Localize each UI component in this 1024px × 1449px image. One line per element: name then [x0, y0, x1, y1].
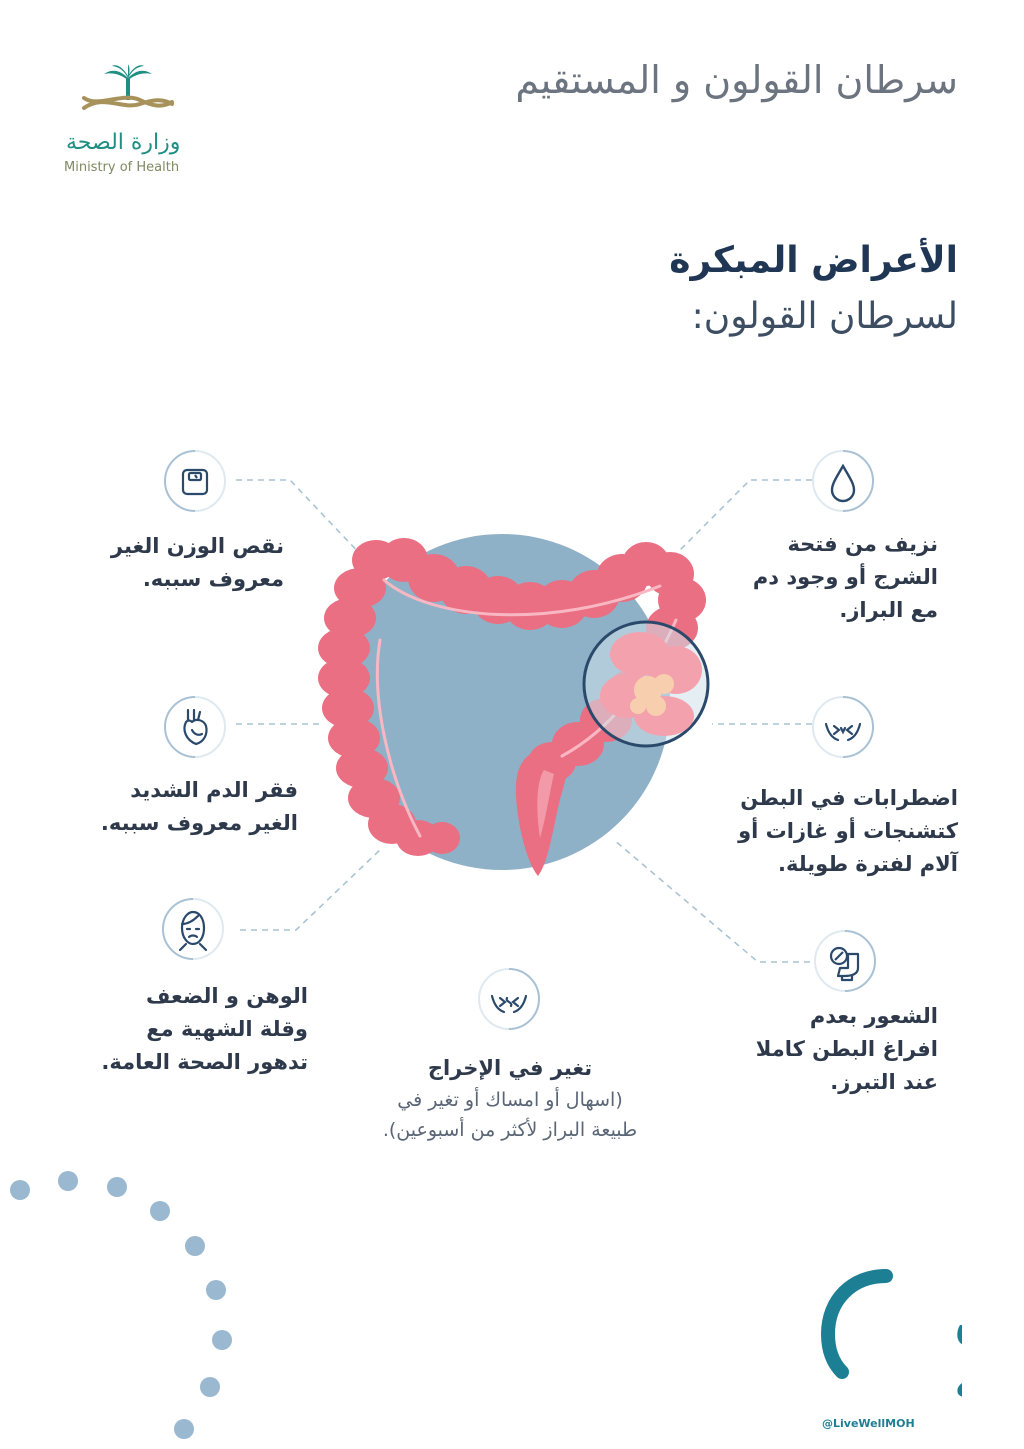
symptom-bleeding-line-2: الشرج أو وجود دم	[752, 565, 938, 589]
symptom-bowel-title: تغير في الإخراج	[427, 1056, 593, 1080]
symptom-fatigue-line-2: وقلة الشهية مع	[146, 1017, 308, 1041]
toilet-icon	[814, 930, 876, 992]
symptom-anemia-line-1: فقر الدم الشديد	[130, 778, 298, 802]
symptom-abdominal-line-1: اضطرابات في البطن	[740, 786, 958, 810]
symptom-incomplete-line-1: الشعور بعدم	[809, 1004, 938, 1028]
symptom-abdominal: اضطرابات في البطن كتشنجات أو غازات أو آل…	[738, 782, 958, 881]
intestine-icon	[478, 968, 540, 1030]
abdomen-icon	[812, 696, 874, 758]
symptom-anemia-line-2: الغير معروف سببه.	[100, 811, 298, 835]
symptom-incomplete-evacuation: الشعور بعدم افراغ البطن كاملا عند التبرز…	[756, 1000, 938, 1099]
decorative-dots	[10, 1171, 232, 1439]
symptom-fatigue: الوهن و الضعف وقلة الشهية مع تدهور الصحة…	[101, 980, 308, 1079]
symptom-incomplete-line-3: عند التبرز.	[830, 1070, 938, 1094]
colon-illustration	[318, 534, 710, 876]
symptom-weight-line-1: نقص الوزن الغير	[110, 534, 284, 558]
brand-handle: @LiveWellMOH	[822, 1417, 915, 1430]
blood-drop-icon	[812, 450, 874, 512]
symptom-anemia: فقر الدم الشديد الغير معروف سببه.	[101, 774, 298, 840]
heading-main: الأعراض المبكرة	[669, 240, 958, 281]
symptom-incomplete-line-2: افراغ البطن كاملا	[755, 1037, 938, 1061]
symptom-bowel-sub-2: طبيعة البراز لأكثر من أسبوعين).	[382, 1119, 638, 1141]
symptom-fatigue-line-3: تدهور الصحة العامة.	[101, 1050, 308, 1074]
symptom-bowel-sub-1: (اسهال أو امساك أو تغير في	[397, 1089, 623, 1111]
symptom-bleeding: نزيف من فتحة الشرج أو وجود دم مع البراز.	[753, 528, 938, 627]
symptom-weight-loss: نقص الوزن الغير معروف سببه.	[111, 530, 284, 596]
heading-sub: لسرطان القولون:	[691, 296, 958, 337]
symptom-bowel-change: تغير في الإخراج (اسهال أو امساك أو تغير …	[310, 1052, 710, 1145]
symptom-bleeding-line-1: نزيف من فتحة	[787, 532, 938, 556]
topic-title: سرطان القولون و المستقيم	[515, 58, 958, 102]
symptom-abdominal-line-2: كتشنجات أو غازات أو	[738, 819, 958, 843]
symptom-fatigue-line-1: الوهن و الضعف	[145, 984, 308, 1008]
tired-face-icon	[162, 898, 224, 960]
heart-icon	[164, 696, 226, 758]
scale-icon	[164, 450, 226, 512]
palm-swords-emblem-icon	[82, 64, 174, 110]
ministry-logo	[78, 64, 178, 134]
symptom-bleeding-line-3: مع البراز.	[839, 598, 938, 622]
colon	[318, 538, 706, 876]
background-circle	[334, 534, 670, 870]
symptom-abdominal-line-3: آلام لفترة طويلة.	[778, 852, 958, 876]
brand-line-2: بصحة	[954, 1351, 962, 1411]
ministry-name-arabic: وزارة الصحة	[66, 130, 181, 155]
live-well-logo: عش بصحة	[820, 1269, 962, 1411]
ministry-name-english: Ministry of Health	[64, 160, 180, 175]
magnifier	[582, 620, 710, 748]
brand-line-1: عش	[954, 1287, 962, 1347]
symptom-weight-line-2: معروف سببه.	[142, 567, 284, 591]
